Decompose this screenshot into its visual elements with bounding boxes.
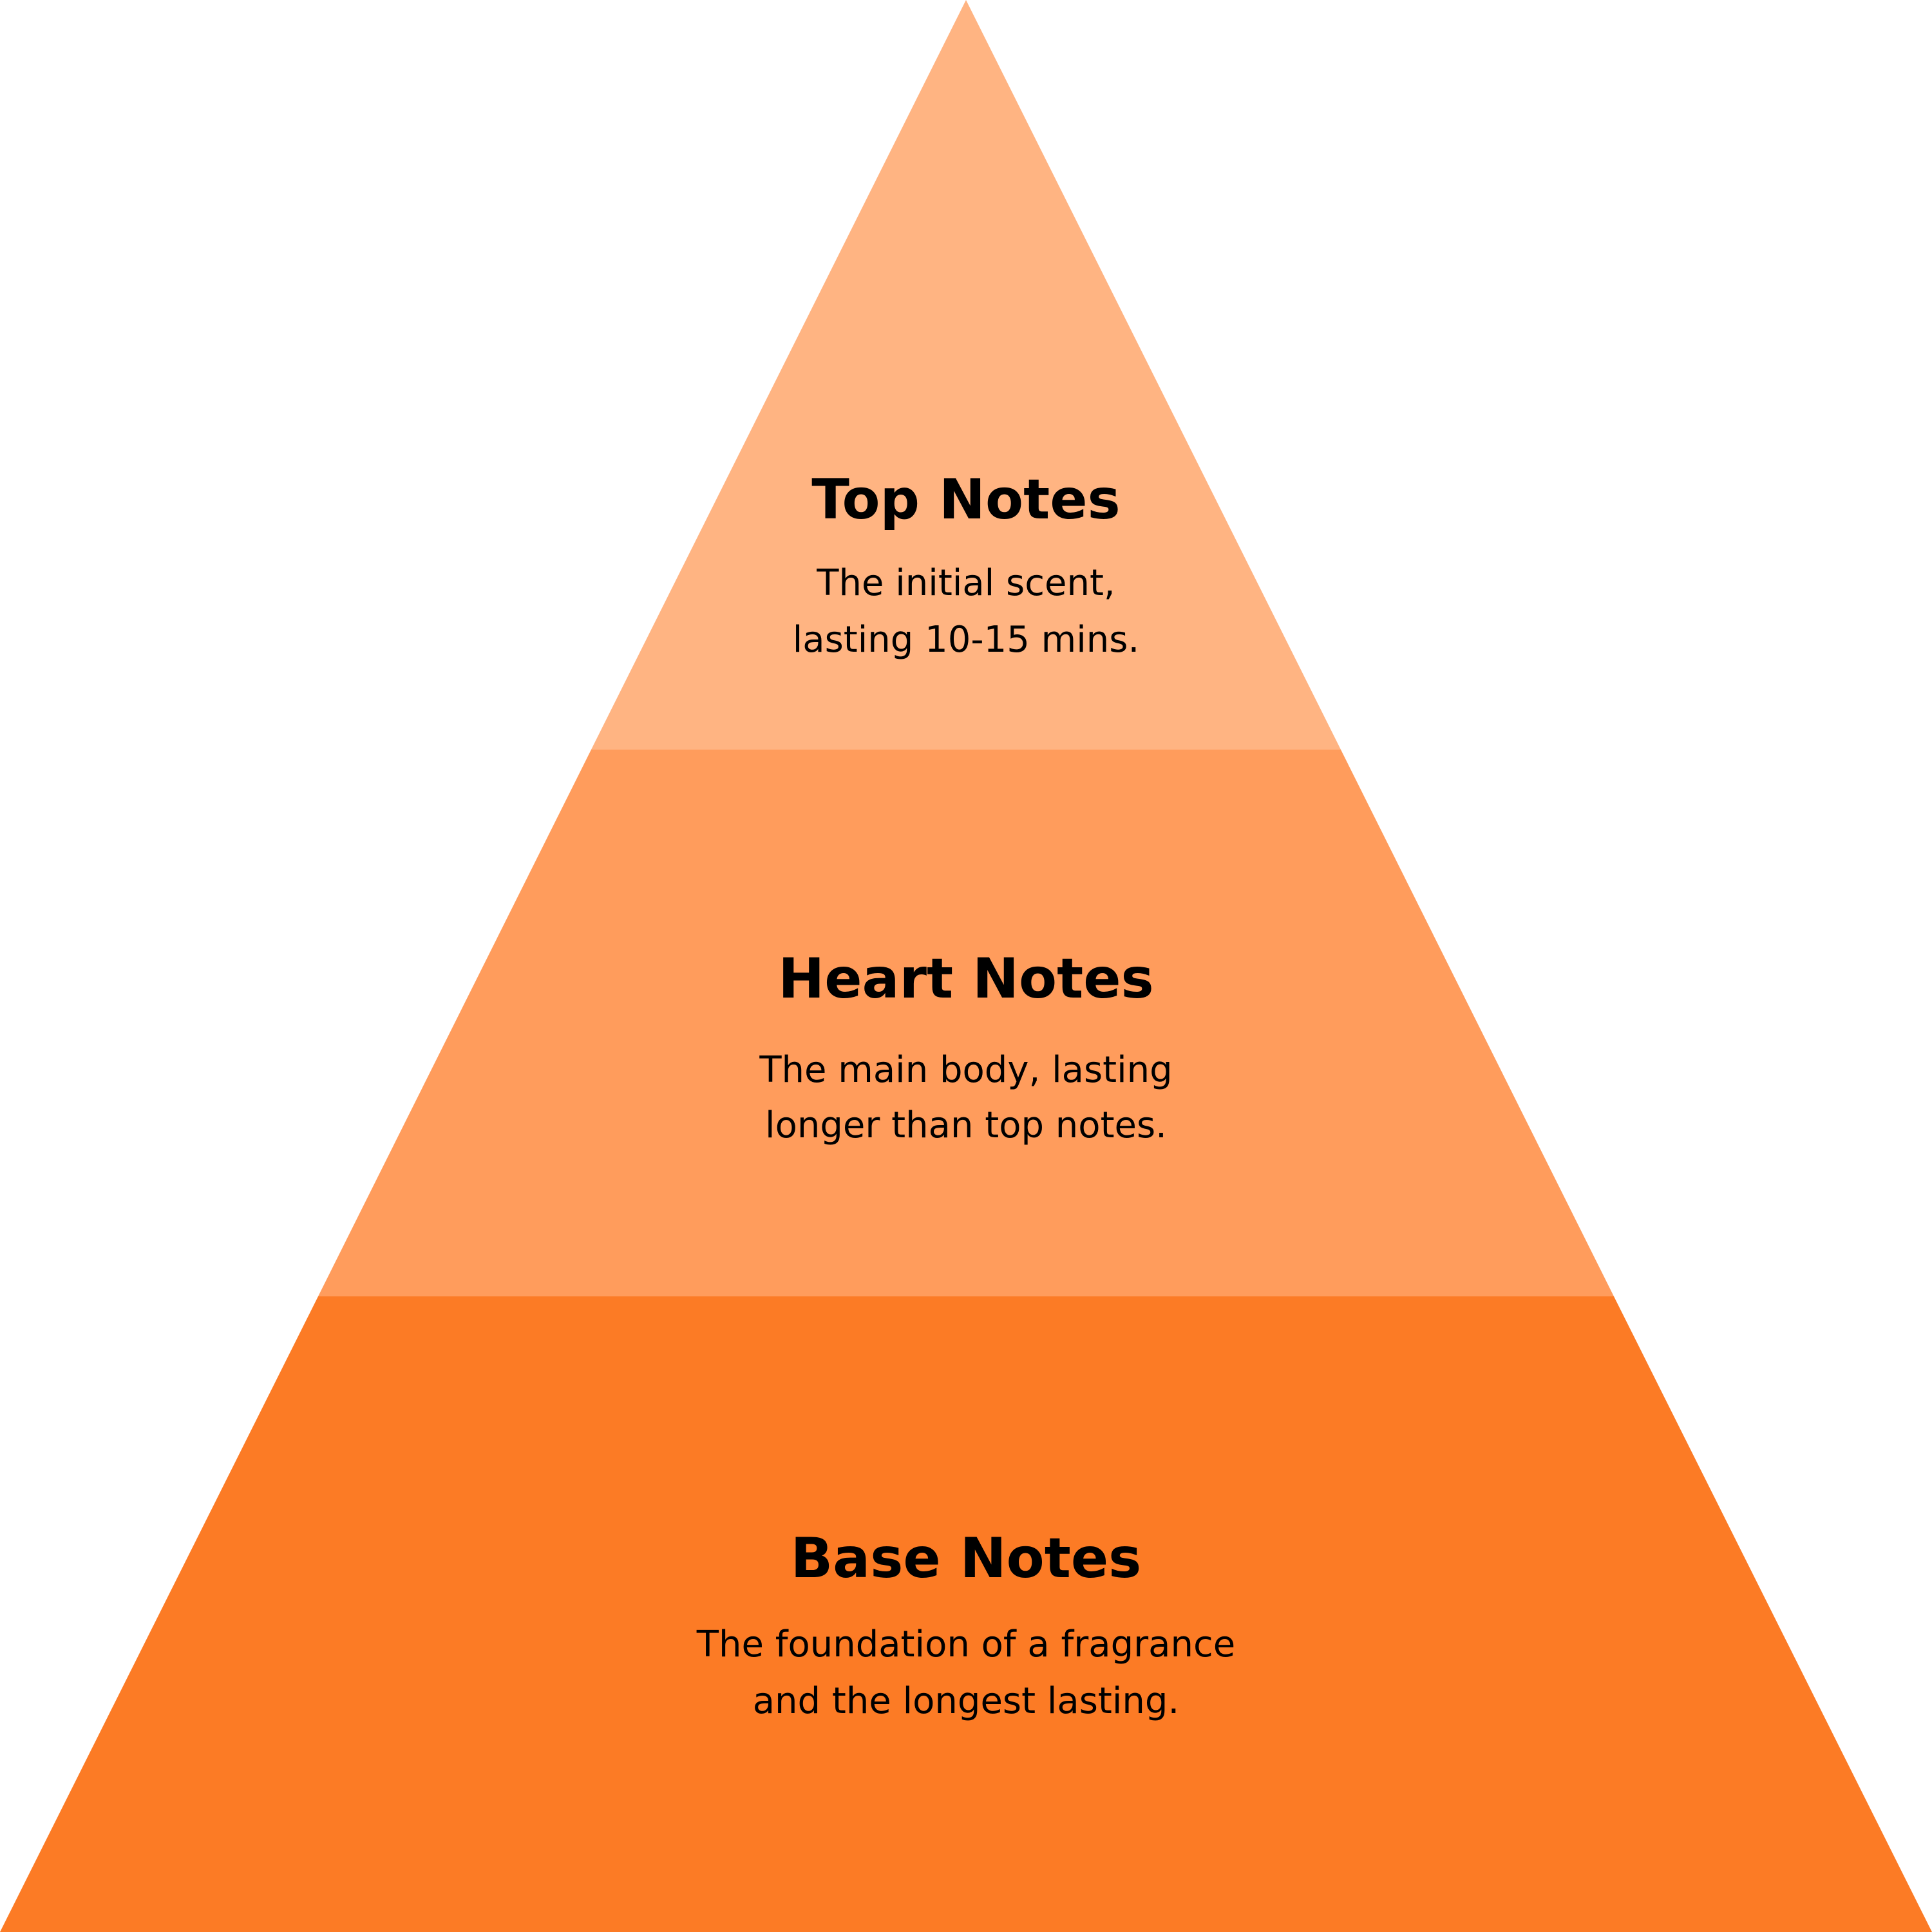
- pyramid-tier-base: [0, 1296, 1932, 1932]
- tier-description-heart-line-2: longer than top notes.: [765, 1104, 1167, 1146]
- tier-title-heart: Heart Notes: [778, 947, 1154, 1011]
- tier-title-top: Top Notes: [811, 468, 1121, 532]
- tier-description-base-line-1: The foundation of a fragrance: [696, 1624, 1236, 1665]
- pyramid-tier-top: [591, 0, 1341, 750]
- tier-title-base: Base Notes: [790, 1526, 1142, 1591]
- tier-description-top-line-2: lasting 10-15 mins.: [792, 619, 1140, 661]
- tier-description-heart-line-1: The main body, lasting: [759, 1049, 1173, 1091]
- tier-description-top-line-1: The initial scent,: [817, 562, 1115, 604]
- pyramid-tier-heart: [318, 750, 1614, 1296]
- tier-description-base-line-2: and the longest lasting.: [752, 1680, 1180, 1722]
